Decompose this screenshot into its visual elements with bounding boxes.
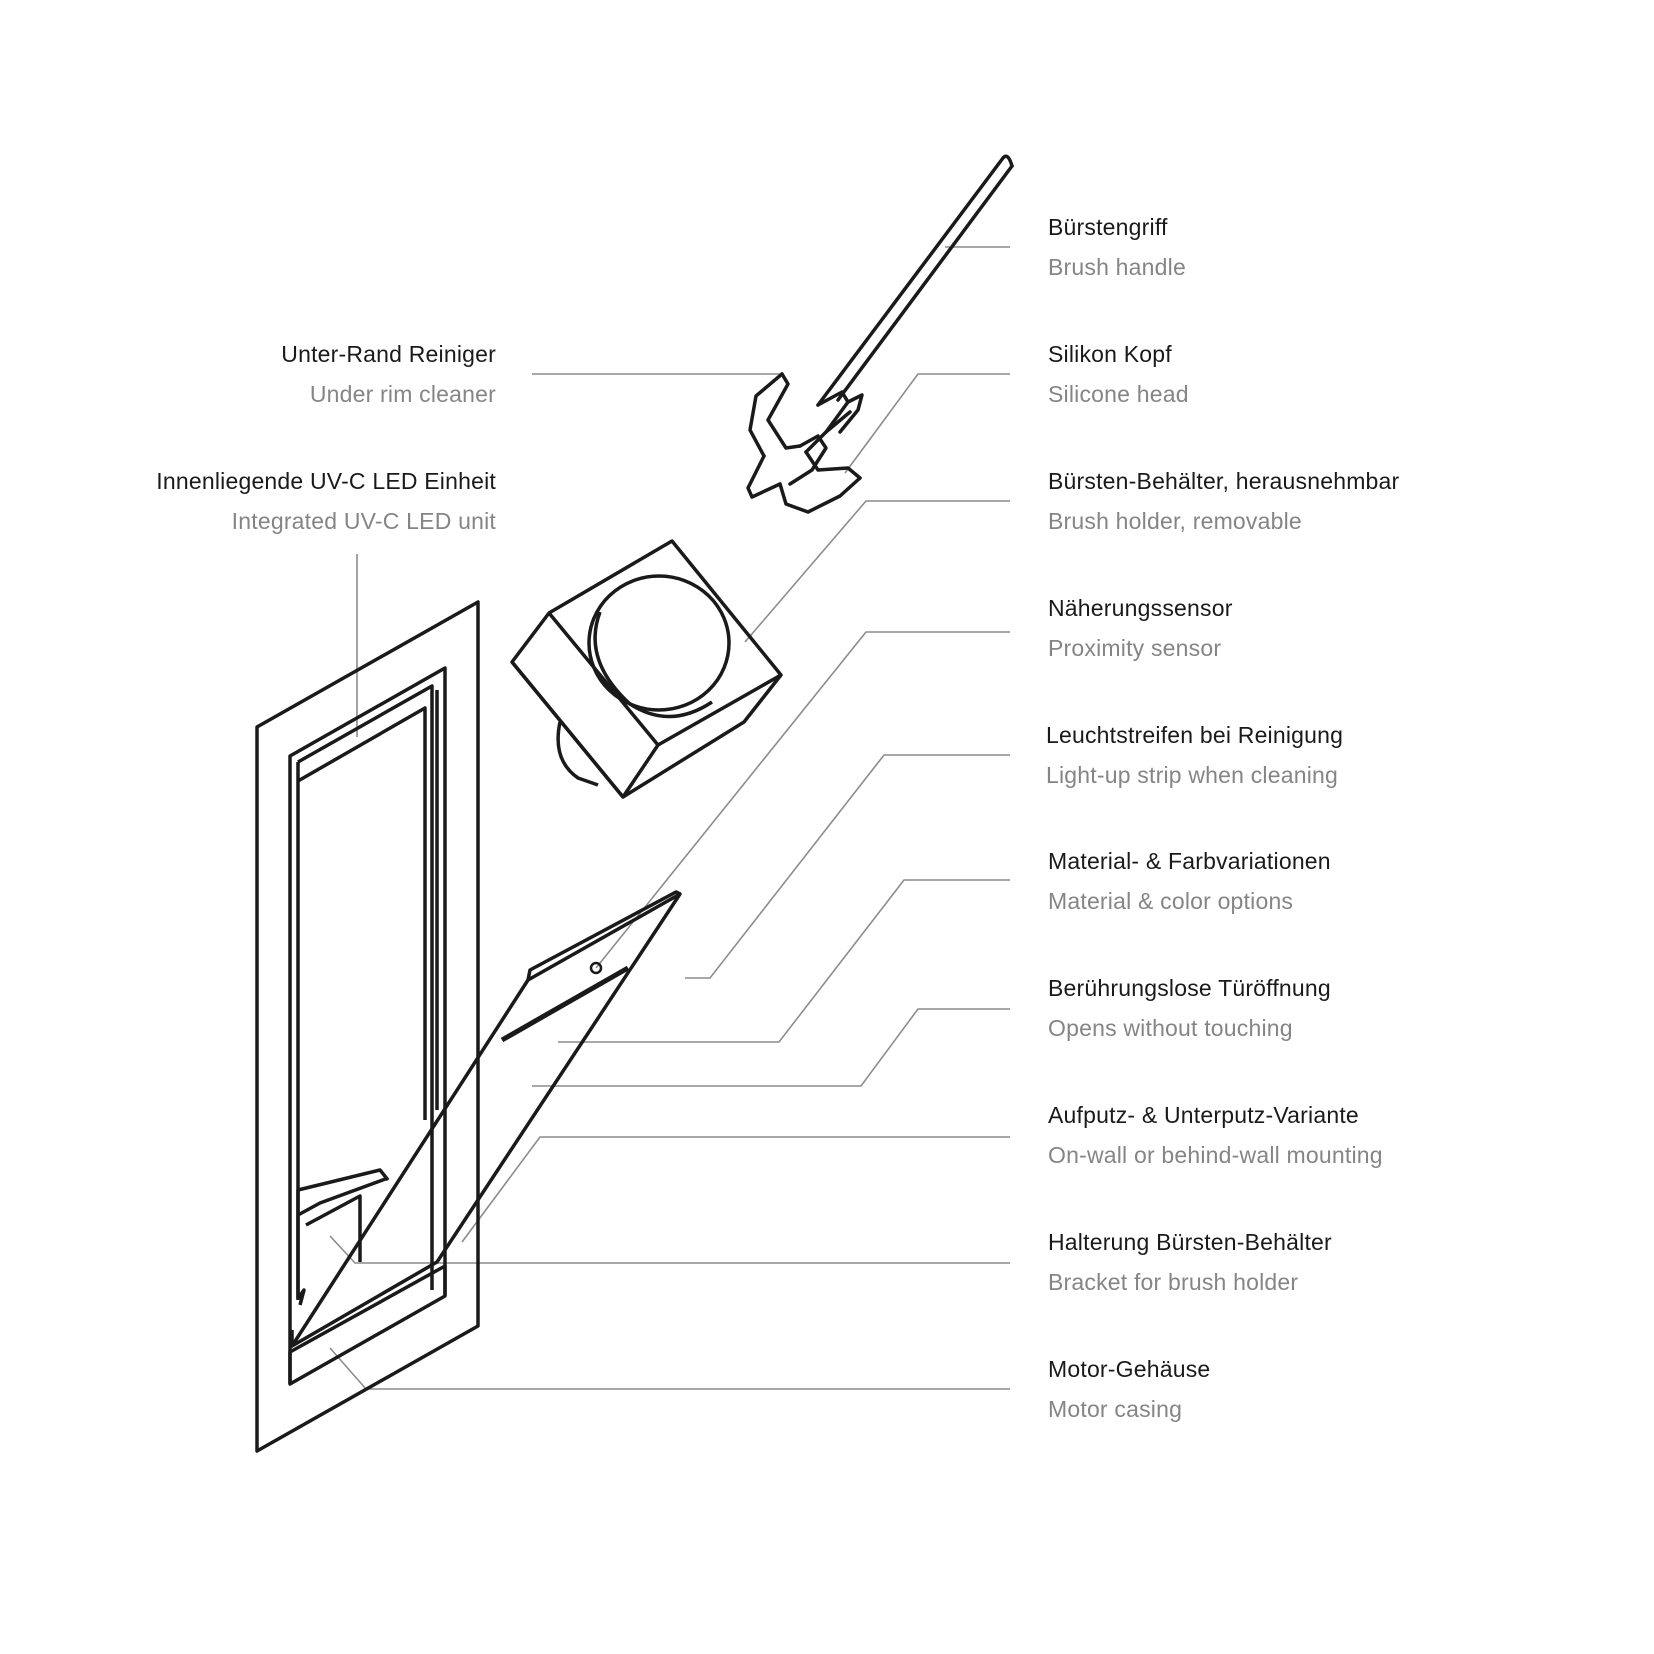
leader-touchless-door xyxy=(532,1008,1010,1087)
label-bracket-en: Bracket for brush holder xyxy=(1048,1269,1299,1295)
label-uvc-led-de: Innenliegende UV-C LED Einheit xyxy=(156,468,496,494)
label-touchless-door-de: Berührungslose Türöffnung xyxy=(1048,975,1331,1001)
label-brush-holder-en: Brush holder, removable xyxy=(1048,508,1302,534)
brush-holder-illustration xyxy=(510,539,783,799)
label-silicone-head: Silikon Kopf Silicone head xyxy=(1048,343,1189,406)
label-brush-handle-de: Bürstengriff xyxy=(1048,214,1168,240)
label-mounting-de: Aufputz- & Unterputz-Variante xyxy=(1048,1102,1359,1128)
label-mounting: Aufputz- & Unterputz-Variante On-wall or… xyxy=(1048,1104,1383,1167)
label-motor: Motor-Gehäuse Motor casing xyxy=(1048,1358,1210,1421)
label-brush-handle: Bürstengriff Brush handle xyxy=(1048,216,1186,279)
label-light-strip-de: Leuchtstreifen bei Reinigung xyxy=(1046,722,1344,748)
label-bracket: Halterung Bürsten-Behälter Bracket for b… xyxy=(1048,1231,1332,1294)
label-touchless-door: Berührungslose Türöffnung Opens without … xyxy=(1048,977,1331,1040)
label-under-rim-en: Under rim cleaner xyxy=(309,381,496,407)
brush-illustration xyxy=(746,154,1014,514)
leader-material-color xyxy=(558,879,1010,1043)
door-flap-illustration xyxy=(290,890,682,1348)
label-proximity-sensor-en: Proximity sensor xyxy=(1048,635,1222,661)
leader-bracket xyxy=(329,1235,1010,1264)
wall-housing-illustration xyxy=(255,600,480,1453)
label-brush-holder: Bürsten-Behälter, herausnehmbar Brush ho… xyxy=(1048,470,1399,533)
label-mounting-en: On-wall or behind-wall mounting xyxy=(1048,1142,1383,1168)
label-uvc-led-en: Integrated UV-C LED unit xyxy=(231,508,496,534)
label-uvc-led: Innenliegende UV-C LED Einheit Integrate… xyxy=(156,470,496,533)
label-brush-handle-en: Brush handle xyxy=(1048,254,1186,280)
label-motor-de: Motor-Gehäuse xyxy=(1048,1356,1211,1382)
label-motor-en: Motor casing xyxy=(1048,1396,1183,1422)
label-material-color: Material- & Farbvariationen Material & c… xyxy=(1048,850,1331,913)
label-bracket-de: Halterung Bürsten-Behälter xyxy=(1048,1229,1332,1255)
label-touchless-door-en: Opens without touching xyxy=(1048,1015,1293,1041)
label-under-rim: Unter-Rand Reiniger Under rim cleaner xyxy=(281,343,496,406)
leader-light-strip xyxy=(685,754,1010,979)
label-brush-holder-de: Bürsten-Behälter, herausnehmbar xyxy=(1048,468,1400,494)
label-under-rim-de: Unter-Rand Reiniger xyxy=(281,341,496,367)
label-light-strip: Leuchtstreifen bei Reinigung Light-up st… xyxy=(1046,724,1343,787)
label-material-color-de: Material- & Farbvariationen xyxy=(1048,848,1331,874)
label-light-strip-en: Light-up strip when cleaning xyxy=(1046,762,1338,788)
label-material-color-en: Material & color options xyxy=(1048,888,1294,914)
label-proximity-sensor: Näherungssensor Proximity sensor xyxy=(1048,597,1233,660)
leader-brush-holder xyxy=(744,500,1010,643)
leader-proximity-sensor xyxy=(595,631,1010,969)
leader-lines xyxy=(329,246,1010,1390)
leader-motor xyxy=(329,1347,1010,1390)
label-silicone-head-en: Silicone head xyxy=(1048,381,1189,407)
leader-mounting xyxy=(461,1136,1010,1243)
label-proximity-sensor-de: Näherungssensor xyxy=(1048,595,1233,621)
label-silicone-head-de: Silikon Kopf xyxy=(1048,341,1172,367)
leader-silicone-head xyxy=(844,373,1010,474)
